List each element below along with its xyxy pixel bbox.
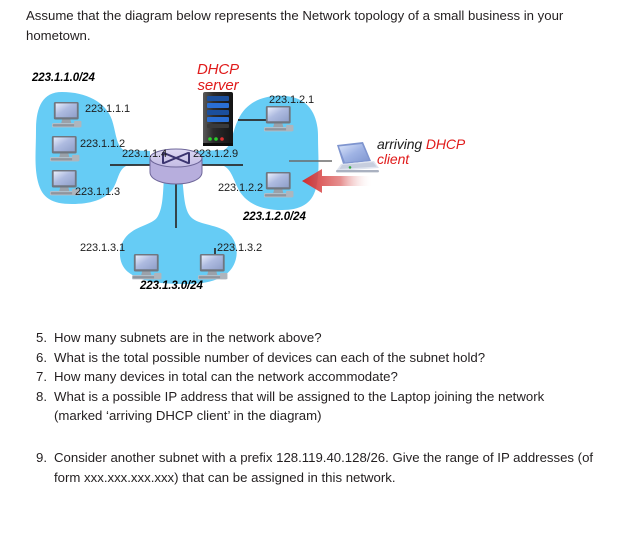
question-text: How many subnets are in the network abov…: [54, 330, 322, 345]
question-text: What is a possible IP address that will …: [54, 388, 545, 424]
question-item: 6. What is the total possible number of …: [26, 348, 594, 368]
subnet-label-right: 223.1.2.0/24: [243, 211, 306, 223]
router-interface-label-left: 223.1.1.4: [122, 148, 167, 160]
host-label-223-1-2-2: 223.1.2.2: [218, 182, 263, 194]
question-number: 8.: [36, 388, 47, 404]
desktop-icon: [198, 254, 228, 280]
host-label-223-1-1-1: 223.1.1.1: [85, 103, 130, 115]
question-number: 6.: [36, 349, 47, 365]
desktop-icon: [132, 254, 162, 280]
dhcp-server-icon: [203, 92, 233, 146]
dhcp-server-label-line2: server: [197, 77, 239, 94]
question-item: 9. Consider another subnet with a prefix…: [26, 448, 594, 487]
question-text: What is the total possible number of dev…: [54, 349, 486, 365]
arriving-client-label-dhcp: DHCP: [425, 136, 466, 152]
laptop-icon: [336, 142, 379, 173]
router-icon: [149, 148, 203, 185]
host-label-223-1-2-1: 223.1.2.1: [269, 94, 314, 106]
desktop-icon: [264, 172, 294, 198]
question-item: 7. How many devices in total can the net…: [26, 367, 594, 387]
desktop-icon: [52, 102, 82, 128]
question-number: 9.: [36, 450, 47, 465]
question-number: 5.: [36, 330, 47, 345]
host-label-223-1-1-2: 223.1.1.2: [80, 138, 125, 150]
question-number: 7.: [36, 369, 47, 384]
questions-list: 5. How many subnets are in the network a…: [26, 328, 594, 426]
router-interface-label-right: 223.1.2.9: [193, 148, 238, 160]
dhcp-server-label: DHCP server: [186, 62, 250, 94]
arriving-client-label: arriving DHCP client: [377, 137, 465, 167]
desktop-icon: [50, 170, 80, 196]
question-text: How many devices in total can the networ…: [54, 369, 398, 384]
dhcp-server-label-line1: DHCP: [196, 61, 240, 78]
desktop-icon: [264, 106, 294, 132]
question-9-block: 9. Consider another subnet with a prefix…: [26, 448, 594, 487]
subnet-label-left: 223.1.1.0/24: [32, 72, 95, 84]
question-text: Consider another subnet with a prefix 12…: [54, 450, 594, 485]
host-label-223-1-3-2: 223.1.3.2: [217, 242, 262, 254]
topology-svg: [35, 92, 379, 284]
host-label-223-1-1-3: 223.1.1.3: [75, 186, 120, 198]
desktop-icon: [50, 136, 80, 162]
arriving-arrow-icon: [302, 169, 372, 193]
host-label-223-1-3-1: 223.1.3.1: [80, 242, 125, 254]
subnet-label-bottom: 223.1.3.0/24: [140, 280, 203, 292]
question-item: 8. What is a possible IP address that wi…: [26, 387, 594, 426]
network-topology-diagram: 223.1.1.0/24 223.1.2.0/24 223.1.3.0/24 2…: [0, 58, 617, 323]
question-item: 5. How many subnets are in the network a…: [26, 328, 594, 348]
arriving-client-label-prefix: arriving: [377, 136, 426, 152]
intro-paragraph: Assume that the diagram below represents…: [26, 8, 564, 43]
arriving-client-label-client: client: [377, 151, 410, 167]
